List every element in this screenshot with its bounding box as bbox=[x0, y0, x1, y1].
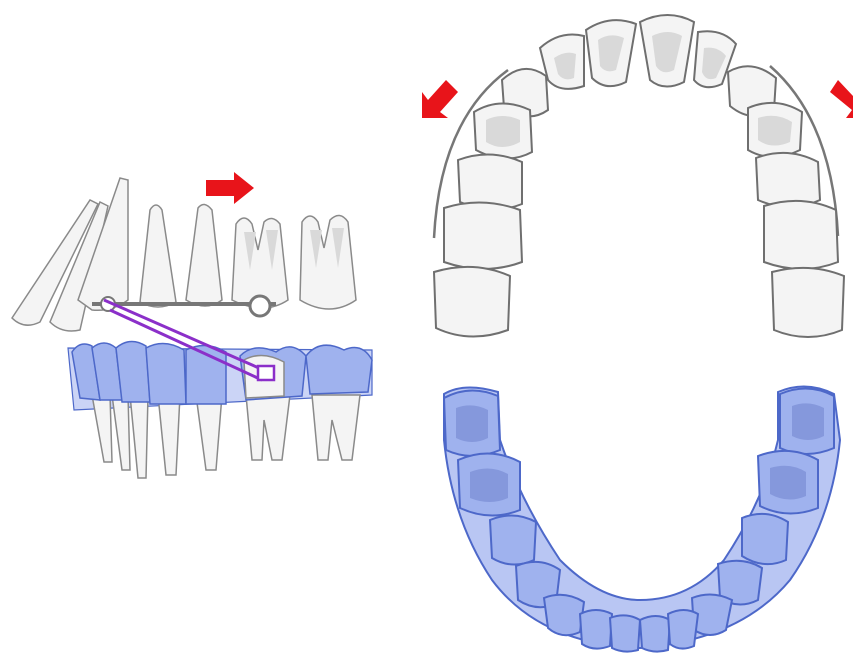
upper-molar-tube bbox=[250, 296, 270, 316]
upper-arch-teeth bbox=[434, 15, 844, 337]
upper-teeth bbox=[12, 178, 356, 331]
red-arrow-icon-right bbox=[830, 80, 853, 118]
red-arrow-icon bbox=[206, 172, 254, 204]
lower-button-attachment bbox=[258, 366, 274, 380]
lower-arch-view bbox=[444, 386, 840, 651]
upper-arch-view bbox=[422, 15, 853, 337]
red-arrow-icon-left bbox=[422, 80, 458, 118]
side-view bbox=[12, 172, 372, 478]
lower-teeth bbox=[92, 395, 360, 478]
